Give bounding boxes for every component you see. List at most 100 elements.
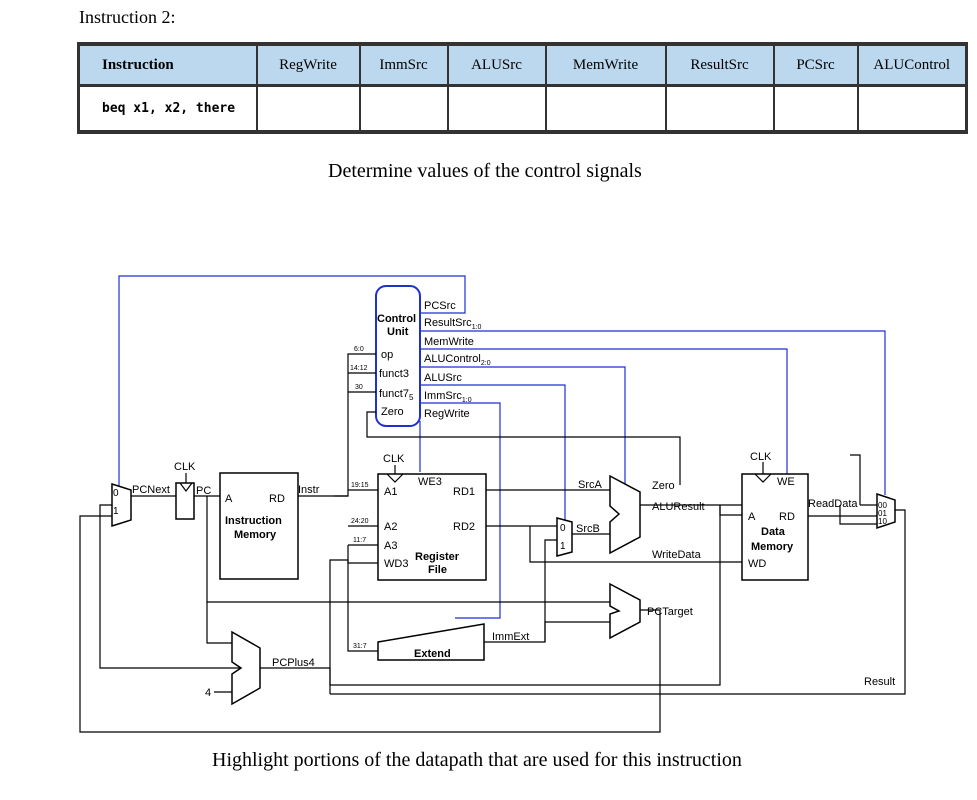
- rf-a1: A1: [384, 486, 397, 498]
- register-file: [377, 473, 487, 581]
- instruction-memory: [219, 472, 299, 580]
- rf-rd1: RD1: [453, 486, 475, 498]
- memwrite-cell[interactable]: [545, 85, 667, 132]
- bits-14-12: 14:12: [350, 365, 368, 372]
- header-immsrc: ImmSrc: [359, 44, 449, 87]
- control-unit: [375, 285, 421, 427]
- datapath-wires: [79, 353, 906, 733]
- cu-out-pcsrc: PCSrc: [424, 300, 456, 312]
- immsrc-cell[interactable]: [359, 85, 449, 132]
- clk-regfile: CLK: [383, 453, 405, 465]
- rf-rd2: RD2: [453, 521, 475, 533]
- cu-out-resultsrc: ResultSrc1:0: [424, 317, 482, 331]
- cu-in-funct3: funct3: [379, 368, 409, 380]
- bits-30: 30: [355, 384, 363, 391]
- caption-control-signals: Determine values of the control signals: [328, 160, 642, 182]
- header-alusrc: ALUSrc: [447, 44, 547, 87]
- dmem-port-a: A: [748, 511, 756, 523]
- imem-port-rd: RD: [269, 493, 285, 505]
- header-pcsrc: PCSrc: [773, 44, 859, 87]
- table-header-row: Instruction RegWrite ImmSrc ALUSrc MemWr…: [78, 44, 968, 87]
- pctarget-adder: [609, 582, 641, 640]
- control-signals-table: Instruction RegWrite ImmSrc ALUSrc MemWr…: [77, 42, 968, 134]
- rf-title-1: Register: [415, 551, 460, 563]
- rf-title-2: File: [428, 564, 447, 576]
- cu-out-memwrite: MemWrite: [424, 336, 474, 348]
- rf-a3: A3: [384, 540, 397, 552]
- rf-we3: WE3: [418, 476, 442, 488]
- alusrc-cell[interactable]: [447, 85, 547, 132]
- cu-out-alucontrol-text: ALUControl: [424, 353, 481, 365]
- imem-title-1: Instruction: [225, 515, 282, 527]
- cu-title-1: Control: [377, 313, 416, 325]
- cu-in-funct7: funct75: [379, 388, 414, 402]
- pcsrc-cell[interactable]: [773, 85, 859, 132]
- extend-unit: [377, 623, 485, 661]
- extend-label: Extend: [414, 648, 451, 660]
- pc-mux-in1: 1: [113, 506, 119, 517]
- pc-label: PC: [196, 485, 211, 497]
- aluresult-label: ALUResult: [652, 501, 705, 513]
- cu-out-immsrc-sub: 1:0: [462, 397, 472, 404]
- resultsrc-cell[interactable]: [665, 85, 775, 132]
- cu-out-immsrc-text: ImmSrc: [424, 390, 462, 402]
- zero-label: Zero: [652, 480, 675, 492]
- bits-19-15: 19:15: [351, 482, 369, 489]
- alucontrol-cell[interactable]: [857, 85, 968, 132]
- cu-out-resultsrc-text: ResultSrc: [424, 317, 472, 329]
- cu-out-alucontrol-sub: 2:0: [481, 360, 491, 367]
- cu-in-funct7-text: funct7: [379, 388, 409, 400]
- srcb-mux-in1: 1: [560, 541, 566, 552]
- cu-out-resultsrc-sub: 1:0: [472, 324, 482, 331]
- bits-6-0: 6:0: [354, 346, 364, 353]
- bits-11-7: 11:7: [353, 537, 366, 544]
- instruction-cell: beq x1, x2, there: [78, 85, 258, 132]
- dmem-port-rd: RD: [779, 511, 795, 523]
- imem-title-2: Memory: [234, 529, 277, 541]
- cu-title-2: Unit: [387, 326, 409, 338]
- bits-24-20: 24:20: [351, 518, 369, 525]
- srca-label: SrcA: [578, 479, 603, 491]
- pctarget-label: PCTarget: [647, 606, 693, 618]
- imem-port-a: A: [225, 493, 233, 505]
- four-label: 4: [205, 687, 211, 699]
- pcplus4-adder: [231, 630, 261, 706]
- header-resultsrc: ResultSrc: [665, 44, 775, 87]
- result-mux-in01: 01: [878, 509, 887, 518]
- result-mux: [876, 492, 896, 530]
- result-mux-in10: 10: [878, 517, 887, 526]
- rf-a2: A2: [384, 521, 397, 533]
- pc-mux-in0: 0: [113, 488, 119, 499]
- pcnext-label: PCNext: [132, 484, 170, 496]
- readdata-label: ReadData: [808, 498, 858, 510]
- table-row: beq x1, x2, there: [78, 85, 968, 132]
- srcb-mux-in0: 0: [560, 523, 566, 534]
- writedata-label: WriteData: [652, 549, 702, 561]
- dmem-title-1: Data: [761, 526, 786, 538]
- result-label: Result: [864, 676, 895, 688]
- data-memory: [741, 473, 809, 581]
- cu-in-op: op: [381, 349, 393, 361]
- header-memwrite: MemWrite: [545, 44, 667, 87]
- cu-out-alusrc: ALUSrc: [424, 372, 462, 384]
- dmem-we: WE: [777, 476, 795, 488]
- caption-highlight-datapath: Highlight portions of the datapath that …: [212, 749, 742, 771]
- cu-out-alucontrol: ALUControl2:0: [424, 353, 491, 367]
- pc-register: [175, 482, 195, 520]
- clk-pc: CLK: [174, 461, 196, 473]
- srcb-mux: [556, 517, 573, 557]
- regwrite-cell[interactable]: [256, 85, 361, 132]
- header-alucontrol: ALUControl: [857, 44, 968, 87]
- instr-label: Instr: [298, 484, 320, 496]
- dmem-title-2: Memory: [751, 541, 794, 553]
- bits-31-7: 31:7: [353, 643, 367, 650]
- cu-in-zero: Zero: [381, 406, 404, 418]
- instruction-heading: Instruction 2:: [79, 7, 176, 27]
- pc-mux: [111, 482, 132, 528]
- cu-out-regwrite: RegWrite: [424, 408, 470, 420]
- cu-in-funct7-sub: 5: [409, 393, 414, 402]
- header-regwrite: RegWrite: [256, 44, 361, 87]
- alu: [609, 474, 641, 555]
- control-wires: [118, 275, 886, 619]
